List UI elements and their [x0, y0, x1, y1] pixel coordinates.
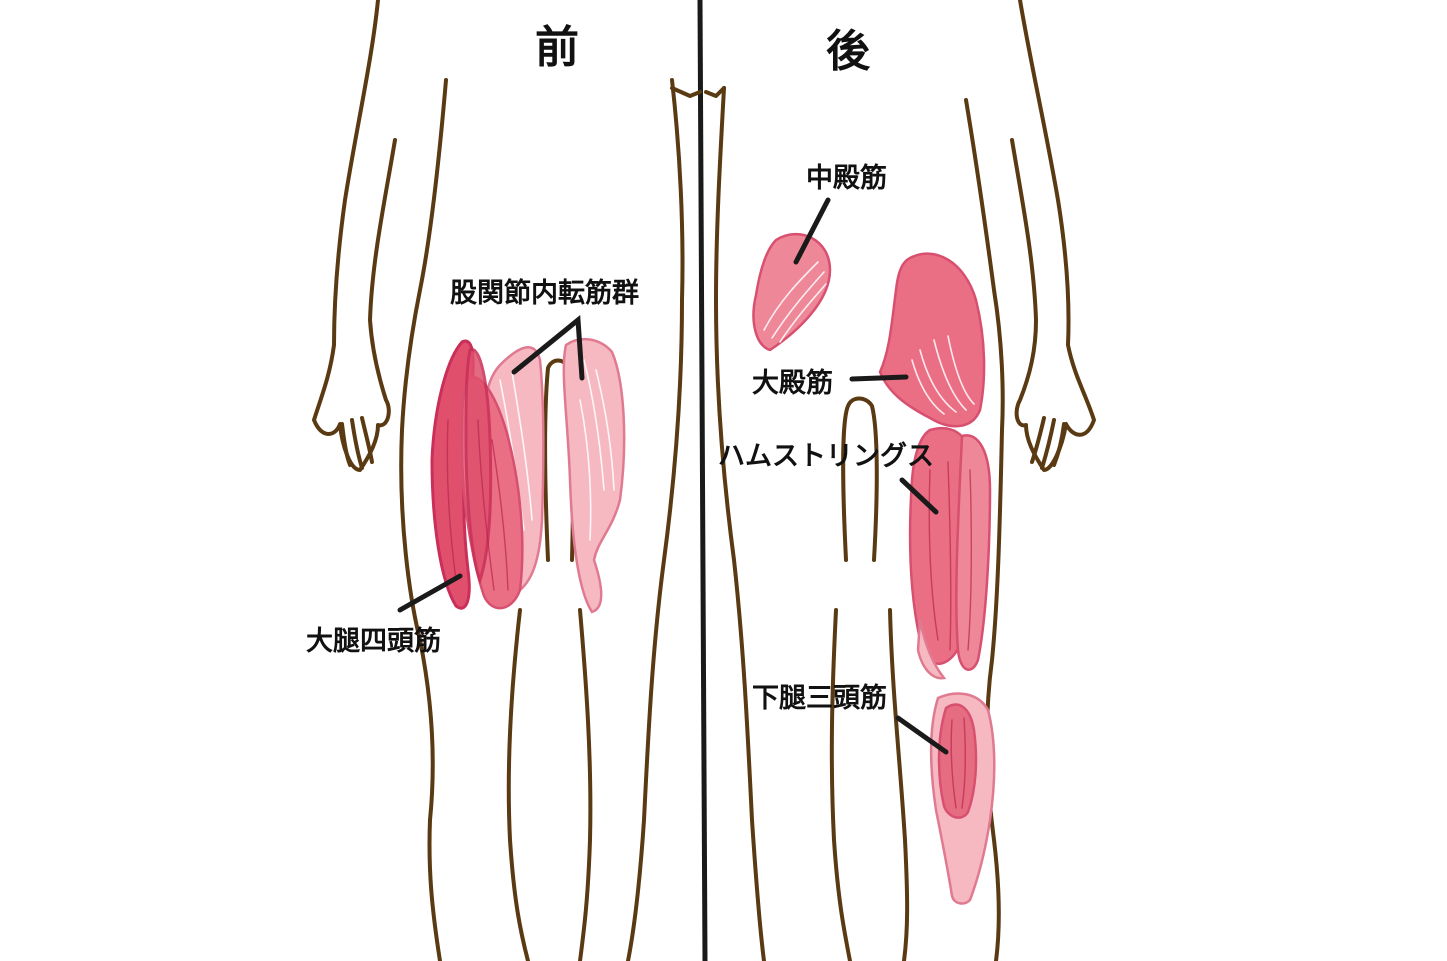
gluteus-medius-muscle	[752, 232, 832, 352]
triceps-surae-muscle	[929, 692, 996, 905]
back-heading: 後	[826, 26, 871, 77]
gluteus-maximus-label: 大殿筋	[752, 367, 833, 399]
back-body-outline	[704, 0, 1096, 961]
leader-triceps-surae	[895, 715, 949, 755]
hamstring-muscles	[908, 426, 992, 680]
center-divider	[697, 0, 708, 961]
adductors-label: 股関節内転筋群	[450, 277, 639, 309]
gluteus-maximus-muscle	[878, 252, 986, 428]
leader-gluteus-maximus	[849, 374, 909, 382]
triceps-surae-label: 下腿三頭筋	[752, 682, 887, 714]
quadriceps-muscles	[430, 339, 524, 610]
hamstrings-label: ハムストリングス	[718, 440, 934, 472]
leader-adductors	[511, 315, 585, 381]
gluteus-medius-label: 中殿筋	[806, 162, 887, 194]
front-heading: 前	[535, 22, 579, 73]
leader-gluteus-medius	[793, 197, 831, 265]
leader-quadriceps	[397, 573, 463, 613]
front-body-outline	[312, 0, 702, 961]
leader-hamstrings	[899, 477, 939, 515]
quadriceps-label: 大腿四頭筋	[306, 625, 441, 657]
